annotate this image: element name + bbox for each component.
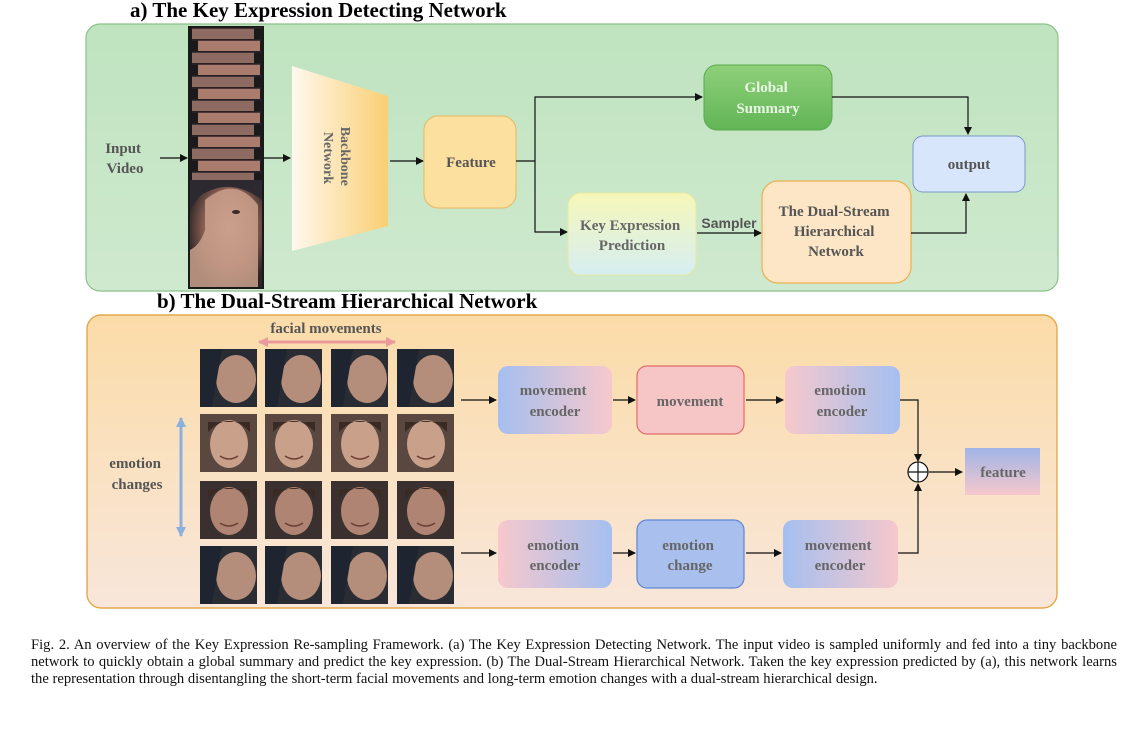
face-frame (265, 546, 322, 604)
svg-text:The Dual-Stream Hierarch: The Dual-Stream Hierarchical Network (779, 204, 894, 260)
top-movement-encoder: movement encoder (498, 366, 612, 434)
bottom-emotion-change: emotion change (636, 519, 745, 589)
bottom-emotion-encoder: emotion encoder (498, 520, 612, 588)
output-box: output (912, 135, 1026, 193)
figure-caption: Fig. 2. An overview of the Key Expressio… (31, 637, 1117, 688)
video-frame-slice (192, 100, 254, 111)
svg-text:Global Summary: Global Summary (736, 80, 800, 117)
arrow-feature-to-summary (516, 93, 703, 162)
emotion-changes-label: emotion changes (109, 456, 164, 493)
section-a-title: a) The Key Expression Detecting Network (130, 0, 507, 22)
svg-text:output: output (948, 157, 991, 173)
backbone-network: Backbone Network (292, 66, 388, 251)
global-summary-box: Global Summary (703, 64, 833, 131)
video-frame-slice (198, 88, 260, 99)
face-frame (200, 349, 257, 407)
face-frame (331, 349, 388, 407)
arrow-bottom-to-sum (898, 483, 922, 554)
face-frame (397, 349, 454, 407)
arrow-top-to-sum (900, 399, 922, 462)
svg-text:Backbone Network: Backbone Network (320, 127, 352, 190)
face-frame-grid (200, 349, 454, 604)
face-frame (265, 349, 322, 407)
face-frame (331, 414, 388, 472)
video-frame-slice (198, 64, 260, 75)
video-frame-slice (198, 40, 260, 51)
bottom-movement-encoder: movement encoder (783, 520, 898, 588)
svg-text:movement encoder: movement encoder (520, 383, 590, 420)
input-video-label: Input Video (105, 141, 145, 177)
face-frame (265, 481, 322, 539)
svg-text:emotion encoder: emotion encoder (814, 383, 869, 420)
face-frame (265, 414, 322, 472)
face-frame (200, 546, 257, 604)
arrow-feature-to-key (534, 161, 568, 236)
section-b-title: b) The Dual-Stream Hierarchical Network (157, 289, 538, 313)
sum-node (907, 461, 929, 483)
feature-box: Feature (423, 115, 517, 209)
face-frame (331, 546, 388, 604)
dual-stream-box: The Dual-Stream Hierarchical Network (761, 180, 912, 284)
face-frame (397, 414, 454, 472)
output-feature-box: feature (965, 448, 1040, 495)
svg-text:Feature: Feature (446, 155, 496, 171)
arrow-dual-to-output (911, 193, 970, 234)
video-frame-slice (192, 124, 254, 135)
video-frame-slice (192, 172, 254, 183)
video-frame-slice (192, 148, 254, 159)
video-frame-slice (192, 76, 254, 87)
face-frame (200, 481, 257, 539)
svg-text:Key Expression Predictio: Key Expression Prediction (580, 218, 684, 254)
face-frame (397, 546, 454, 604)
svg-text:emotion change: emotion change (662, 538, 717, 574)
input-video-frames (188, 26, 264, 289)
svg-text:feature: feature (980, 465, 1026, 481)
video-frame-slice (198, 160, 260, 171)
video-frame-slice (192, 52, 254, 63)
svg-text:emotion encoder: emotion encoder (527, 538, 582, 574)
video-frame-slice (192, 28, 254, 39)
video-frame-slice (198, 112, 260, 123)
top-emotion-encoder: emotion encoder (785, 366, 900, 434)
video-frame-slice (198, 136, 260, 147)
key-expression-box: Key Expression Prediction (567, 192, 697, 276)
sampler-label: Sampler (701, 215, 757, 231)
svg-text:movement encoder: movement encoder (805, 538, 875, 574)
face-frame (331, 481, 388, 539)
facial-movements-label: facial movements (270, 321, 381, 337)
face-frame (200, 414, 257, 472)
face-frame (397, 481, 454, 539)
top-movement: movement (636, 365, 745, 435)
svg-text:movement: movement (657, 394, 724, 410)
arrow-summary-to-output (832, 96, 972, 135)
